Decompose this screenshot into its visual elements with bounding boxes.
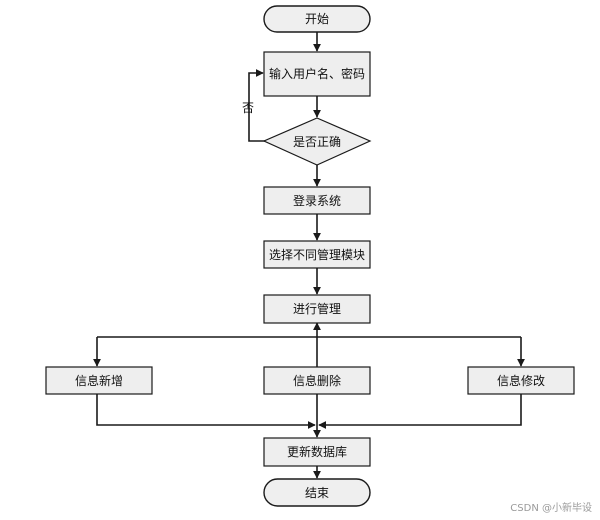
node-manage-label: 进行管理: [293, 301, 341, 316]
node-input-credentials-label: 输入用户名、密码: [269, 66, 365, 81]
edge-check-no-loop: [248, 69, 265, 142]
node-login: 登录系统: [263, 186, 371, 215]
node-select-module-label: 选择不同管理模块: [269, 247, 365, 262]
node-start: 开始: [263, 5, 371, 33]
node-update-db-label: 更新数据库: [287, 444, 347, 459]
node-info-modify: 信息修改: [467, 366, 575, 395]
node-manage: 进行管理: [263, 294, 371, 324]
node-check-correct: 是否正确: [262, 117, 372, 166]
node-end: 结束: [263, 478, 371, 507]
node-update-db: 更新数据库: [263, 437, 371, 467]
node-input-credentials: 输入用户名、密码: [263, 51, 371, 97]
node-info-add: 信息新增: [45, 366, 153, 395]
watermark-text: CSDN @小新毕设: [510, 503, 592, 514]
node-info-delete-label: 信息删除: [293, 373, 341, 388]
node-start-label: 开始: [305, 12, 329, 26]
node-check-correct-label: 是否正确: [293, 135, 341, 149]
edge-add-to-merge: [96, 394, 316, 429]
edge-label-no: 否: [242, 101, 254, 115]
node-info-add-label: 信息新增: [75, 373, 123, 388]
node-end-label: 结束: [305, 486, 329, 500]
connectors: [93, 32, 525, 479]
node-select-module: 选择不同管理模块: [263, 240, 371, 269]
node-info-modify-label: 信息修改: [497, 373, 545, 388]
node-login-label: 登录系统: [293, 193, 341, 208]
edge-modify-to-merge: [318, 394, 522, 429]
node-info-delete: 信息删除: [263, 366, 371, 395]
